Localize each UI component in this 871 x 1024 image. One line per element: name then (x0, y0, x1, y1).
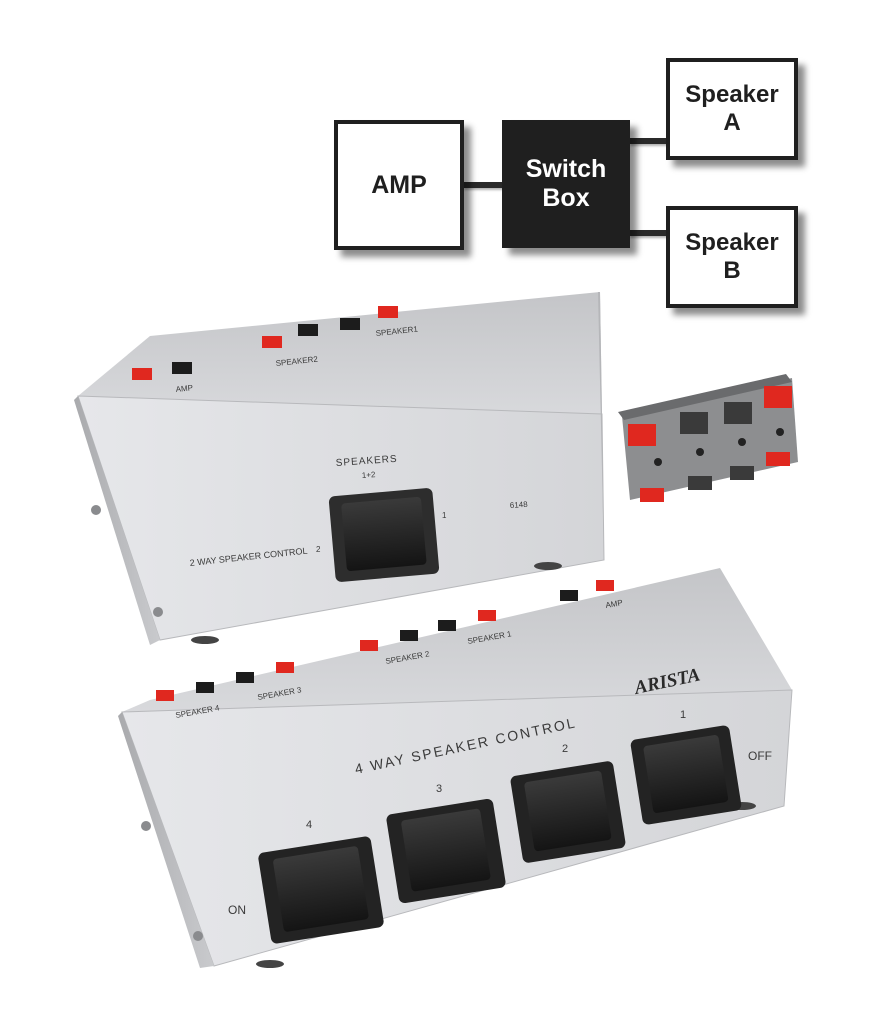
four-way-box-left-side (118, 712, 214, 968)
rocker-switch-3[interactable] (386, 798, 507, 904)
rocker-switch-1[interactable] (630, 725, 742, 826)
terminal-hole-icon (696, 448, 704, 456)
terminal-black-icon (298, 324, 318, 336)
terminal-clip-black-icon (688, 476, 712, 490)
switch-position-both: 1+2 (362, 470, 377, 480)
amp-box: AMP (334, 120, 464, 250)
foot-icon (191, 636, 219, 644)
switch-position-1: 1 (442, 511, 447, 520)
terminal-black-icon (400, 630, 418, 641)
two-way-speaker2-label: SPEAKER2 (275, 355, 318, 368)
four-way-box-top (122, 568, 792, 712)
switch-number-2: 2 (562, 743, 568, 755)
terminal-black-icon (172, 362, 192, 374)
switch-box-label-line2: Box (542, 184, 590, 212)
terminal-clip-red-icon (628, 424, 656, 446)
terminal-clip-black-icon (680, 412, 708, 434)
terminal-strip-top (618, 374, 792, 420)
terminal-hole-icon (776, 428, 784, 436)
terminal-red-icon (156, 690, 174, 701)
terminal-clip-black-icon (730, 466, 754, 480)
foot-icon (256, 960, 284, 968)
terminal-black-icon (236, 672, 254, 683)
four-way-amp-label: AMP (605, 598, 624, 610)
switch-number-3: 3 (436, 783, 442, 795)
terminal-black-icon (340, 318, 360, 330)
on-label: ON (228, 903, 246, 917)
model-number: 6148 (510, 500, 529, 510)
terminal-clip-red-icon (766, 452, 790, 466)
terminal-red-icon (596, 580, 614, 591)
screw-icon (91, 505, 101, 515)
two-way-amp-label: AMP (175, 383, 193, 394)
switch-number-1: 1 (680, 709, 686, 721)
speakers-switch-title: SPEAKERS (335, 454, 398, 469)
speaker-a-box: Speaker A (666, 58, 798, 160)
terminal-black-icon (560, 590, 578, 601)
switch-box: Switch Box (502, 120, 630, 248)
off-label: OFF (748, 749, 772, 763)
screw-icon (141, 821, 151, 831)
amp-to-switch-line (462, 182, 506, 188)
speaker-a-label-line1: Speaker (685, 81, 779, 109)
rocker-switch-4[interactable] (258, 836, 385, 945)
two-way-box-right-side (598, 292, 604, 560)
two-way-box-left-side (74, 396, 160, 645)
terminal-red-icon (360, 640, 378, 651)
two-way-rocker-paddle[interactable] (341, 496, 427, 572)
speaker-a-label-line2: A (723, 109, 741, 136)
two-way-speaker1-label: SPEAKER1 (375, 325, 418, 338)
amp-box-label: AMP (371, 170, 427, 199)
switch-position-2: 2 (316, 545, 321, 554)
terminal-black-icon (438, 620, 456, 631)
screw-icon (153, 607, 163, 617)
terminal-red-icon (262, 336, 282, 348)
rocker-switch-2[interactable] (510, 760, 626, 863)
terminal-hole-icon (654, 458, 662, 466)
speaker-b-label-line2: B (723, 257, 741, 284)
terminal-clip-red-icon (764, 386, 792, 408)
terminal-clip-red-icon (640, 488, 664, 502)
two-way-switch-box: AMP SPEAKER2 SPEAKER1 SPEAKERS 1+2 1 2 2… (74, 292, 605, 645)
four-way-switch-box: SPEAKER 4 SPEAKER 3 SPEAKER 2 SPEAKER 1 … (118, 568, 793, 968)
speaker-b-box: Speaker B (666, 206, 798, 308)
terminal-red-icon (378, 306, 398, 318)
terminal-clip-black-icon (724, 402, 752, 424)
switch-to-speaker-b-line-h (628, 230, 672, 236)
speaker-b-label-line1: Speaker (685, 229, 779, 257)
terminal-red-icon (478, 610, 496, 621)
speaker-terminal-strip (618, 374, 798, 502)
terminal-hole-icon (738, 438, 746, 446)
terminal-black-icon (196, 682, 214, 693)
terminal-red-icon (276, 662, 294, 673)
screw-icon (193, 931, 203, 941)
terminal-red-icon (132, 368, 152, 380)
switch-number-4: 4 (306, 819, 312, 831)
switch-box-label-line1: Switch (525, 155, 607, 184)
two-way-box-top (78, 292, 602, 414)
switch-to-speaker-a-line-h (628, 138, 672, 144)
foot-icon (534, 562, 562, 570)
